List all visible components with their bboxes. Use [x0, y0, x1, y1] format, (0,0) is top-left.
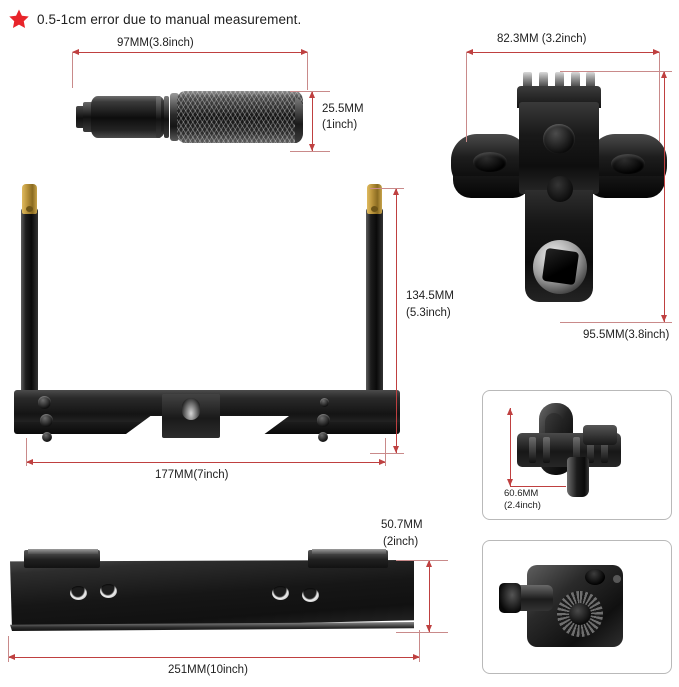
base-rail-image	[10, 548, 416, 642]
u-frame-height-dimension	[393, 188, 399, 453]
handle-ext-right	[307, 52, 308, 90]
geared-head-bar	[529, 437, 536, 463]
base-rail-tab-top-left	[28, 549, 98, 554]
handle-grip-end	[295, 98, 303, 143]
handle-hext-bottom	[290, 151, 330, 152]
bracket-wing-edge-right	[587, 176, 665, 198]
u-frame-screw	[320, 398, 329, 407]
handle-width-dimension	[72, 49, 308, 55]
handle-collar	[170, 93, 179, 141]
u-frame-width-label: 177MM(7inch)	[155, 469, 229, 481]
u-frame-screw	[317, 414, 330, 427]
u-frame-screw	[318, 432, 328, 442]
u-frame-screw	[42, 432, 52, 442]
u-frame-center-slot	[182, 398, 200, 420]
handle-hext-top	[290, 91, 330, 92]
bracket-hext-top	[560, 71, 672, 72]
base-rail-tab-right	[308, 550, 388, 568]
base-rail-tab-left	[24, 550, 100, 568]
base-rail-hole	[70, 586, 87, 600]
base-rail-hext-top	[396, 560, 448, 561]
handle-end-cap	[76, 106, 85, 128]
base-rail-width-label: 251MM(10inch)	[168, 664, 248, 676]
handle-height-label-line1: 25.5MM	[322, 103, 364, 115]
sprocket-holder-hole	[585, 569, 605, 585]
bracket-width-label: 82.3MM (3.2inch)	[497, 33, 587, 45]
u-frame-width-dimension	[26, 459, 386, 465]
bracket-wing-edge-left	[453, 176, 531, 198]
u-frame-brass-tip-left	[22, 184, 37, 214]
sprocket-holder-socket	[499, 583, 521, 613]
u-frame-brass-tip-right	[367, 184, 382, 214]
bracket-boss-upper	[543, 124, 575, 154]
bracket-hext-bottom	[560, 322, 672, 323]
u-frame-tip-detail-right	[371, 206, 378, 212]
base-rail-height-dimension	[426, 560, 432, 632]
u-frame-height-label-line1: 134.5MM	[406, 290, 454, 302]
u-frame-height-label-line2: (5.3inch)	[406, 307, 451, 319]
geared-head-bar	[601, 437, 608, 463]
handle-height-label-line2: (1inch)	[322, 119, 358, 131]
bracket-height-dimension	[661, 71, 667, 322]
disclaimer-text: 0.5-1cm error due to manual measurement.	[37, 11, 302, 27]
geared-head-label-line2: (2.4inch)	[504, 500, 541, 511]
geared-head-stem	[567, 457, 589, 497]
u-frame-hext-top	[370, 188, 404, 189]
sprocket-holder-pin	[613, 575, 621, 583]
cross-bracket-image	[451, 72, 667, 322]
handle-nut	[83, 102, 93, 132]
base-rail-tab-top-right	[312, 549, 386, 554]
handle-width-label: 97MM(3.8inch)	[117, 37, 194, 49]
u-frame-screw	[40, 414, 53, 427]
measurement-disclaimer: 0.5-1cm error due to manual measurement.	[8, 8, 301, 30]
u-frame-ext-right	[385, 438, 386, 466]
geared-head-bar	[587, 437, 594, 463]
base-rail-ext-left	[8, 636, 9, 662]
bracket-height-label: 95.5MM(3.8inch)	[583, 329, 670, 341]
knurled-handle-image	[76, 84, 304, 152]
geared-head-label-line1: 60.6MM	[504, 488, 539, 499]
u-frame-post-right	[366, 208, 383, 396]
base-rail-hole	[100, 584, 117, 598]
handle-ring	[156, 96, 161, 138]
red-star-icon	[9, 9, 29, 28]
u-frame-hext-bottom	[370, 453, 404, 454]
bracket-width-dimension	[466, 49, 660, 55]
base-rail-height-label-line1: 50.7MM	[381, 519, 423, 531]
base-rail-hext-bottom	[396, 632, 448, 633]
u-frame-tip-detail-left	[26, 206, 33, 212]
geared-head-height-dimension	[507, 408, 513, 486]
handle-shaft	[91, 96, 165, 138]
geared-head-bar	[543, 437, 550, 463]
geared-head-top-block	[583, 425, 617, 445]
base-rail-hole	[302, 588, 319, 602]
sprocket-holder-gear-bore	[569, 603, 591, 625]
base-rail-width-dimension	[8, 654, 420, 660]
bracket-ext-right	[659, 52, 660, 142]
geared-head-baseline	[510, 486, 566, 487]
handle-ring	[164, 96, 169, 138]
bracket-mount-hole-right	[611, 154, 645, 174]
detail-panel-geared-head	[482, 390, 672, 520]
handle-ext-left	[72, 52, 73, 88]
u-frame-post-left	[21, 208, 38, 396]
base-rail-hole	[272, 586, 289, 600]
bracket-mount-hole-left	[473, 152, 507, 172]
u-frame-image	[14, 182, 404, 454]
base-rail-front-edge	[10, 622, 414, 631]
handle-knurled-grip	[177, 91, 303, 143]
u-frame-ext-left	[26, 438, 27, 466]
bracket-boss-lower	[547, 176, 573, 202]
base-rail-height-label-line2: (2inch)	[383, 536, 419, 548]
bracket-square-drive	[541, 247, 580, 286]
detail-panel-sprocket-holder	[482, 540, 672, 674]
u-frame-screw	[38, 396, 51, 409]
geared-head-bar	[573, 437, 580, 463]
base-rail-ext-right	[419, 630, 420, 662]
bracket-ext-left	[466, 52, 467, 142]
handle-height-dimension	[309, 91, 315, 151]
bracket-teeth-group	[523, 72, 595, 90]
